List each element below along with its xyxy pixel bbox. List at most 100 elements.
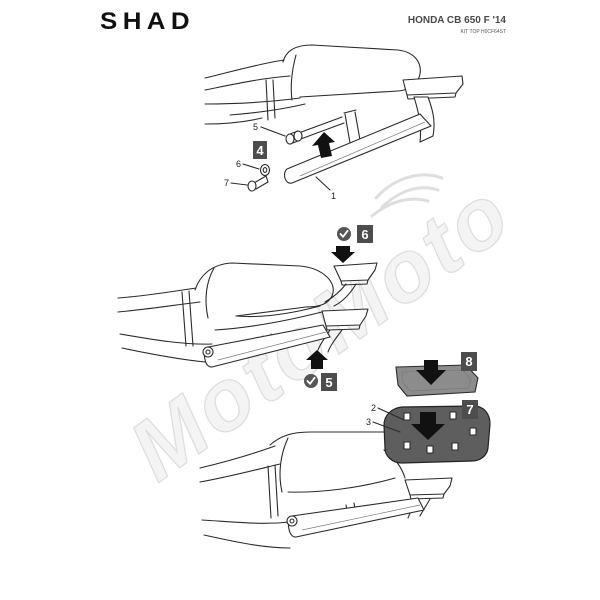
check-mark <box>339 229 349 238</box>
leader-line <box>230 182 248 186</box>
pillion-seat <box>269 431 387 446</box>
rack-plate-edge <box>406 92 457 100</box>
rail-highlight <box>299 121 426 177</box>
rail-knob <box>286 515 298 527</box>
bolt-head <box>247 180 257 192</box>
step-badge: 7 <box>462 400 478 419</box>
seat-hook-bar <box>295 116 345 141</box>
rack-top-plate <box>404 477 453 496</box>
fairing-line <box>204 97 301 105</box>
rack-plate-edge <box>340 279 369 286</box>
washer-part <box>259 163 271 177</box>
check-icon <box>337 227 351 241</box>
arrow-up-icon <box>306 350 328 369</box>
top-case-base-plate <box>383 405 491 464</box>
rack <box>202 262 378 368</box>
arrow-down-icon <box>411 412 445 440</box>
rider-seat-line <box>199 445 276 469</box>
part-label-rack: 1 <box>331 191 336 201</box>
leader-line <box>377 407 405 421</box>
mounting-clip <box>469 427 477 436</box>
body-line <box>117 301 201 313</box>
seat-edge <box>279 437 289 493</box>
step-6-marker: 6 <box>331 225 373 263</box>
part-label-clip: 2 <box>371 403 376 413</box>
leader-line <box>372 421 401 433</box>
step-badge-number: 6 <box>361 227 368 242</box>
step-5-marker: 5 <box>304 350 337 391</box>
rack <box>283 75 464 184</box>
mounting-clip <box>426 445 434 454</box>
check-icon <box>304 374 318 388</box>
step-badge: 4 <box>253 141 267 159</box>
panel-step-6-5: 6 5 <box>117 225 378 391</box>
step-badge-number: 7 <box>466 402 473 417</box>
grab-handle <box>181 290 194 347</box>
rack-top-plate <box>402 75 464 96</box>
leader-line <box>315 176 331 191</box>
rack <box>286 477 453 538</box>
watermark-swoosh <box>370 173 444 218</box>
step-badge-bg <box>357 225 373 243</box>
fairing-line <box>235 305 321 318</box>
step-badge-number: 8 <box>465 354 472 369</box>
step-badge-number: 5 <box>325 375 332 390</box>
fairing-line <box>201 519 291 524</box>
panel-step-4: 5 6 7 1 4 <box>204 44 464 201</box>
arrow-down-icon <box>331 246 355 263</box>
hardware <box>247 130 303 192</box>
fairing-line <box>287 477 396 493</box>
rack-plate-edge <box>409 493 445 500</box>
seat-edge <box>205 267 215 319</box>
fairing-line <box>214 311 323 331</box>
mounting-clip <box>403 412 411 421</box>
fairing-line <box>121 347 206 363</box>
seat-edge <box>290 54 297 101</box>
rack-lower-leg <box>317 329 343 353</box>
step-badge-bg <box>253 141 267 159</box>
arrow-down-icon <box>416 360 446 385</box>
rail-highlight <box>217 331 327 361</box>
rail-highlight <box>301 504 421 531</box>
part-label-spacer: 5 <box>253 122 258 132</box>
step-badge-bg <box>461 352 477 371</box>
leader-lines <box>372 407 405 433</box>
rail-knob <box>202 346 214 358</box>
washer-hole <box>262 167 268 173</box>
mounting-clip <box>451 442 459 451</box>
rack-lower-plate <box>321 308 369 327</box>
rack-strut <box>343 109 361 144</box>
part-label-screw: 3 <box>366 417 371 427</box>
rack-top-plate <box>333 262 378 282</box>
rack-side-rail <box>287 497 425 538</box>
pillion-seat <box>282 44 421 98</box>
step-badge-bg <box>321 373 337 391</box>
brand-logo: SHAD <box>100 8 196 35</box>
leader-lines <box>230 126 331 191</box>
leader-line <box>260 126 286 137</box>
grab-handle <box>267 464 279 519</box>
leader-line <box>242 163 260 170</box>
step-badge-bg <box>462 400 478 419</box>
pillion-seat <box>194 262 334 317</box>
fairing-line <box>119 333 213 345</box>
step-badge: 8 <box>461 352 477 371</box>
rack-upper-leg <box>324 283 357 307</box>
rider-seat-line <box>117 287 197 299</box>
step-badge-number: 4 <box>256 143 264 158</box>
check-mark <box>306 376 316 385</box>
fairing-line <box>203 534 291 549</box>
rail-knob-center <box>289 518 295 524</box>
mounting-clip <box>403 441 411 450</box>
spacer-end <box>285 133 295 145</box>
mounting-clip <box>449 411 457 420</box>
rail-knob-center <box>205 349 211 355</box>
grab-handle <box>265 79 276 121</box>
part-label-washer: 6 <box>236 159 241 169</box>
body-line <box>199 463 281 483</box>
motorcycle-tail <box>117 262 334 363</box>
body-line <box>204 75 291 91</box>
bolt-shaft <box>253 175 269 190</box>
